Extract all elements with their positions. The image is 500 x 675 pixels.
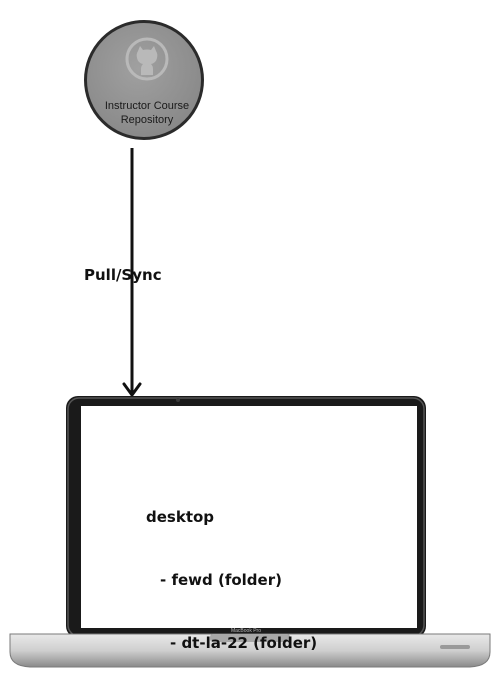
repository-label-line2: Repository (120, 114, 174, 126)
folder-structure: desktop - fewd (folder) - dt-la-22 (fold… (146, 465, 317, 675)
github-octocat-icon (125, 37, 169, 81)
folder-fewd: - fewd (folder) (160, 571, 282, 589)
laptop-brand-label: MacBook Pro (231, 628, 261, 634)
pull-sync-arrow (122, 148, 142, 397)
repository-label: Instructor Course Repository (95, 99, 199, 127)
instructor-repository-node: Instructor Course Repository (84, 20, 204, 140)
folder-dt-la-22: - dt-la-22 (folder) (170, 634, 318, 652)
laptop-illustration: MacBook Pro (9, 396, 491, 668)
pull-sync-label: Pull/Sync (84, 266, 162, 284)
folder-desktop: desktop (146, 508, 215, 526)
repository-label-line1: Instructor Course (104, 100, 190, 112)
